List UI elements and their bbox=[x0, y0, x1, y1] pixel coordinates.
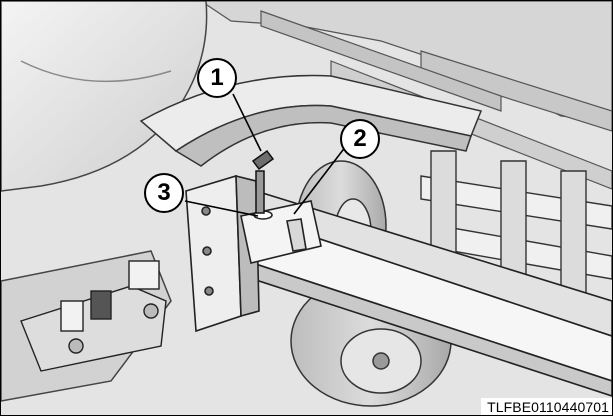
callout-1: 1 bbox=[197, 58, 237, 98]
hydraulic-couplers bbox=[20, 260, 167, 372]
callout-2: 2 bbox=[340, 119, 380, 159]
leader-lines bbox=[184, 93, 347, 217]
main-drawbar bbox=[212, 190, 612, 397]
document-id: TLFBE0110440701 bbox=[481, 398, 612, 415]
curved-arm bbox=[139, 74, 483, 167]
callout-3: 3 bbox=[144, 173, 184, 213]
pin-bracket bbox=[240, 200, 322, 264]
mounting-plate bbox=[185, 174, 260, 333]
locking-pin-icon bbox=[251, 149, 275, 214]
